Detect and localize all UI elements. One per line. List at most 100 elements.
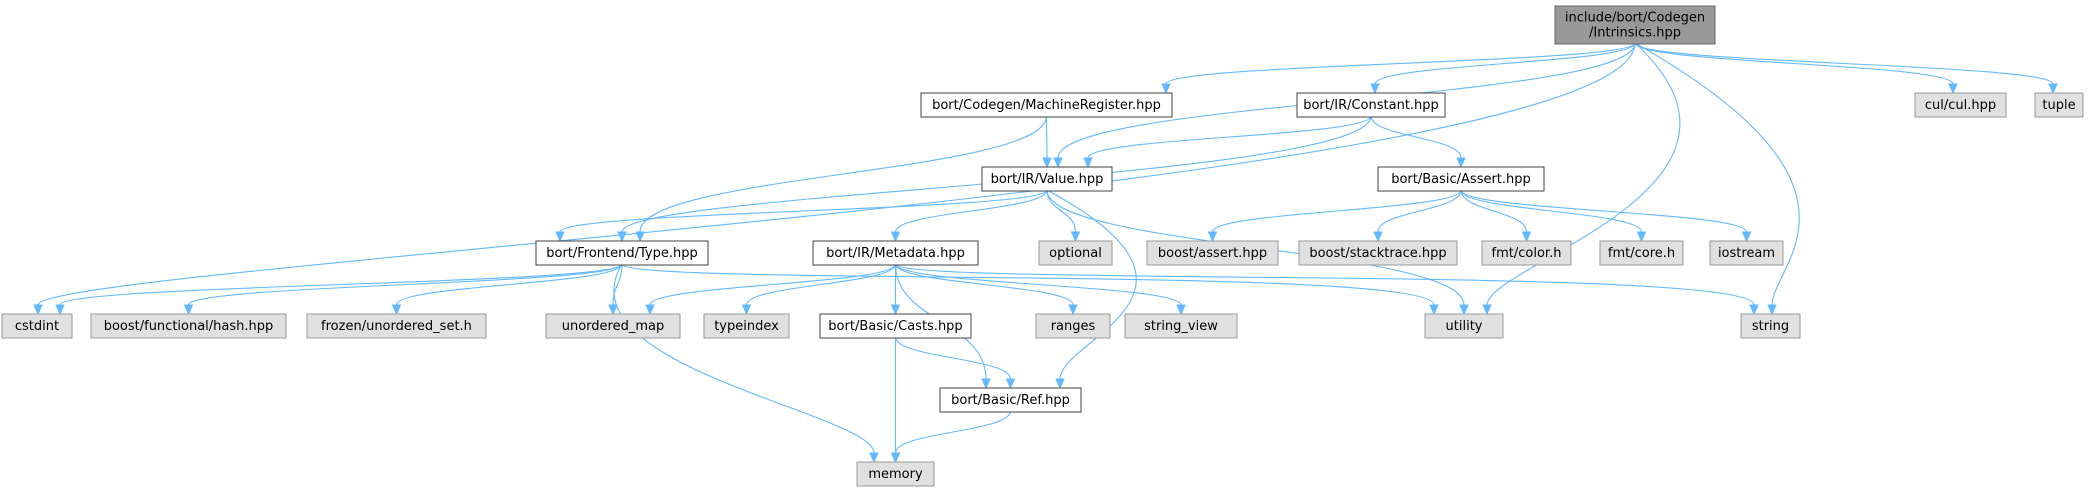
edge-line bbox=[37, 42, 1636, 306]
edge-constant-to-assert bbox=[1370, 115, 1466, 169]
edge-line bbox=[1486, 42, 1681, 306]
arrowhead bbox=[890, 304, 901, 316]
arrowhead bbox=[1042, 157, 1052, 169]
arrowhead bbox=[1741, 231, 1752, 243]
arrowhead bbox=[1176, 304, 1186, 316]
edge-value-to-type bbox=[555, 189, 1048, 243]
arrowhead bbox=[1070, 231, 1081, 243]
node-label: bort/IR/Metadata.hpp bbox=[826, 246, 965, 261]
node-box bbox=[1377, 166, 1545, 192]
node-ranges: ranges bbox=[1035, 313, 1111, 339]
node-assert[interactable]: bort/Basic/Assert.hpp bbox=[1377, 166, 1545, 192]
edge-root-to-constant bbox=[1370, 42, 1636, 95]
node-type[interactable]: bort/Frontend/Type.hpp bbox=[535, 240, 709, 266]
node-label: boost/stacktrace.hpp bbox=[1309, 246, 1446, 261]
node-metadata[interactable]: bort/IR/Metadata.hpp bbox=[812, 240, 979, 266]
node-iostream: iostream bbox=[1709, 240, 1784, 266]
node-ref[interactable]: bort/Basic/Ref.hpp bbox=[939, 387, 1082, 413]
edge-line bbox=[1460, 189, 1748, 233]
edge-line bbox=[1087, 115, 1372, 159]
node-optional: optional bbox=[1038, 240, 1113, 266]
node-culhpp: cul/cul.hpp bbox=[1914, 92, 2007, 118]
edge-root-to-string bbox=[1634, 42, 1800, 316]
edge-assert-to-iostream bbox=[1460, 189, 1752, 243]
arrowhead bbox=[890, 452, 901, 464]
arrowhead bbox=[55, 304, 65, 316]
node-box bbox=[1709, 240, 1784, 266]
node-label: bort/IR/Constant.hpp bbox=[1303, 98, 1439, 113]
arrowhead bbox=[1055, 378, 1065, 390]
arrowhead bbox=[183, 304, 194, 316]
edge-line bbox=[1374, 42, 1636, 85]
arrowhead bbox=[981, 378, 991, 390]
node-box bbox=[545, 313, 681, 339]
node-umap: unordered_map bbox=[545, 313, 681, 339]
edge-line bbox=[894, 263, 1182, 306]
edge-metadata-to-typeindex bbox=[741, 263, 897, 316]
node-cstdint: cstdint bbox=[1, 313, 73, 339]
node-label: boost/assert.hpp bbox=[1158, 246, 1267, 261]
edge-machinereg-to-type bbox=[635, 115, 1048, 243]
arrowhead bbox=[890, 231, 901, 243]
node-label: frozen/unordered_set.h bbox=[321, 319, 472, 334]
edge-line bbox=[894, 336, 1012, 380]
edge-type-to-memory bbox=[613, 263, 879, 464]
edge-machinereg-to-value bbox=[1042, 115, 1052, 169]
edge-root-to-utility bbox=[1482, 42, 1681, 316]
node-box bbox=[981, 166, 1113, 192]
node-box bbox=[703, 313, 790, 339]
node-label: bort/Basic/Casts.hpp bbox=[828, 319, 962, 334]
node-label: tuple bbox=[2042, 98, 2075, 113]
edge-root-to-culhpp bbox=[1634, 42, 1958, 95]
edge-line bbox=[559, 189, 1048, 233]
arrowhead bbox=[1068, 304, 1078, 316]
node-label: cstdint bbox=[15, 319, 59, 334]
node-stringview: string_view bbox=[1124, 313, 1238, 339]
node-label: fmt/color.h bbox=[1492, 246, 1562, 261]
arrowhead bbox=[1373, 231, 1383, 243]
arrowhead bbox=[1767, 304, 1777, 316]
edge-line bbox=[1046, 189, 1077, 233]
edge-line bbox=[1460, 189, 1528, 233]
edge-line bbox=[187, 263, 623, 306]
node-box bbox=[856, 461, 935, 487]
arrowhead bbox=[635, 231, 645, 243]
edge-line bbox=[59, 263, 623, 306]
node-string: string bbox=[1740, 313, 1801, 339]
arrowhead bbox=[1083, 157, 1093, 169]
arrowhead bbox=[741, 304, 752, 316]
node-root[interactable]: include/bort/Codegen/Intrinsics.hpp bbox=[1554, 5, 1716, 45]
arrowhead bbox=[555, 231, 565, 243]
node-label: typeindex bbox=[714, 319, 779, 334]
edge-line bbox=[649, 263, 897, 306]
edge-line bbox=[745, 263, 897, 306]
arrowhead bbox=[1053, 157, 1063, 169]
node-stacktrace: boost/stacktrace.hpp bbox=[1298, 240, 1458, 266]
node-box bbox=[819, 313, 972, 339]
node-memory: memory bbox=[856, 461, 935, 487]
arrowhead bbox=[1521, 231, 1532, 243]
node-constant[interactable]: bort/IR/Constant.hpp bbox=[1296, 92, 1446, 118]
arrowhead bbox=[1161, 83, 1171, 95]
edge-type-to-umap bbox=[608, 263, 623, 316]
arrowhead bbox=[33, 304, 43, 316]
edge-line bbox=[1045, 115, 1048, 159]
edge-root-to-tuple bbox=[1634, 42, 2058, 95]
node-casts[interactable]: bort/Basic/Casts.hpp bbox=[819, 313, 972, 339]
node-typeindex: typeindex bbox=[703, 313, 790, 339]
edge-line bbox=[1165, 42, 1636, 85]
edge-line bbox=[639, 115, 1048, 233]
node-label: /Intrinsics.hpp bbox=[1589, 26, 1681, 41]
edge-type-to-frozen bbox=[391, 263, 623, 316]
edge-type-to-utility bbox=[621, 263, 1439, 316]
edge-line bbox=[1634, 42, 1800, 306]
arrowhead bbox=[1370, 83, 1380, 95]
edge-line bbox=[395, 263, 623, 306]
node-value[interactable]: bort/IR/Value.hpp bbox=[981, 166, 1113, 192]
node-box bbox=[1424, 313, 1504, 339]
edge-assert-to-fmtcolor bbox=[1460, 189, 1532, 243]
node-frozen: frozen/unordered_set.h bbox=[306, 313, 487, 339]
node-machinereg[interactable]: bort/Codegen/MachineRegister.hpp bbox=[920, 92, 1173, 118]
arrowhead bbox=[608, 304, 618, 316]
